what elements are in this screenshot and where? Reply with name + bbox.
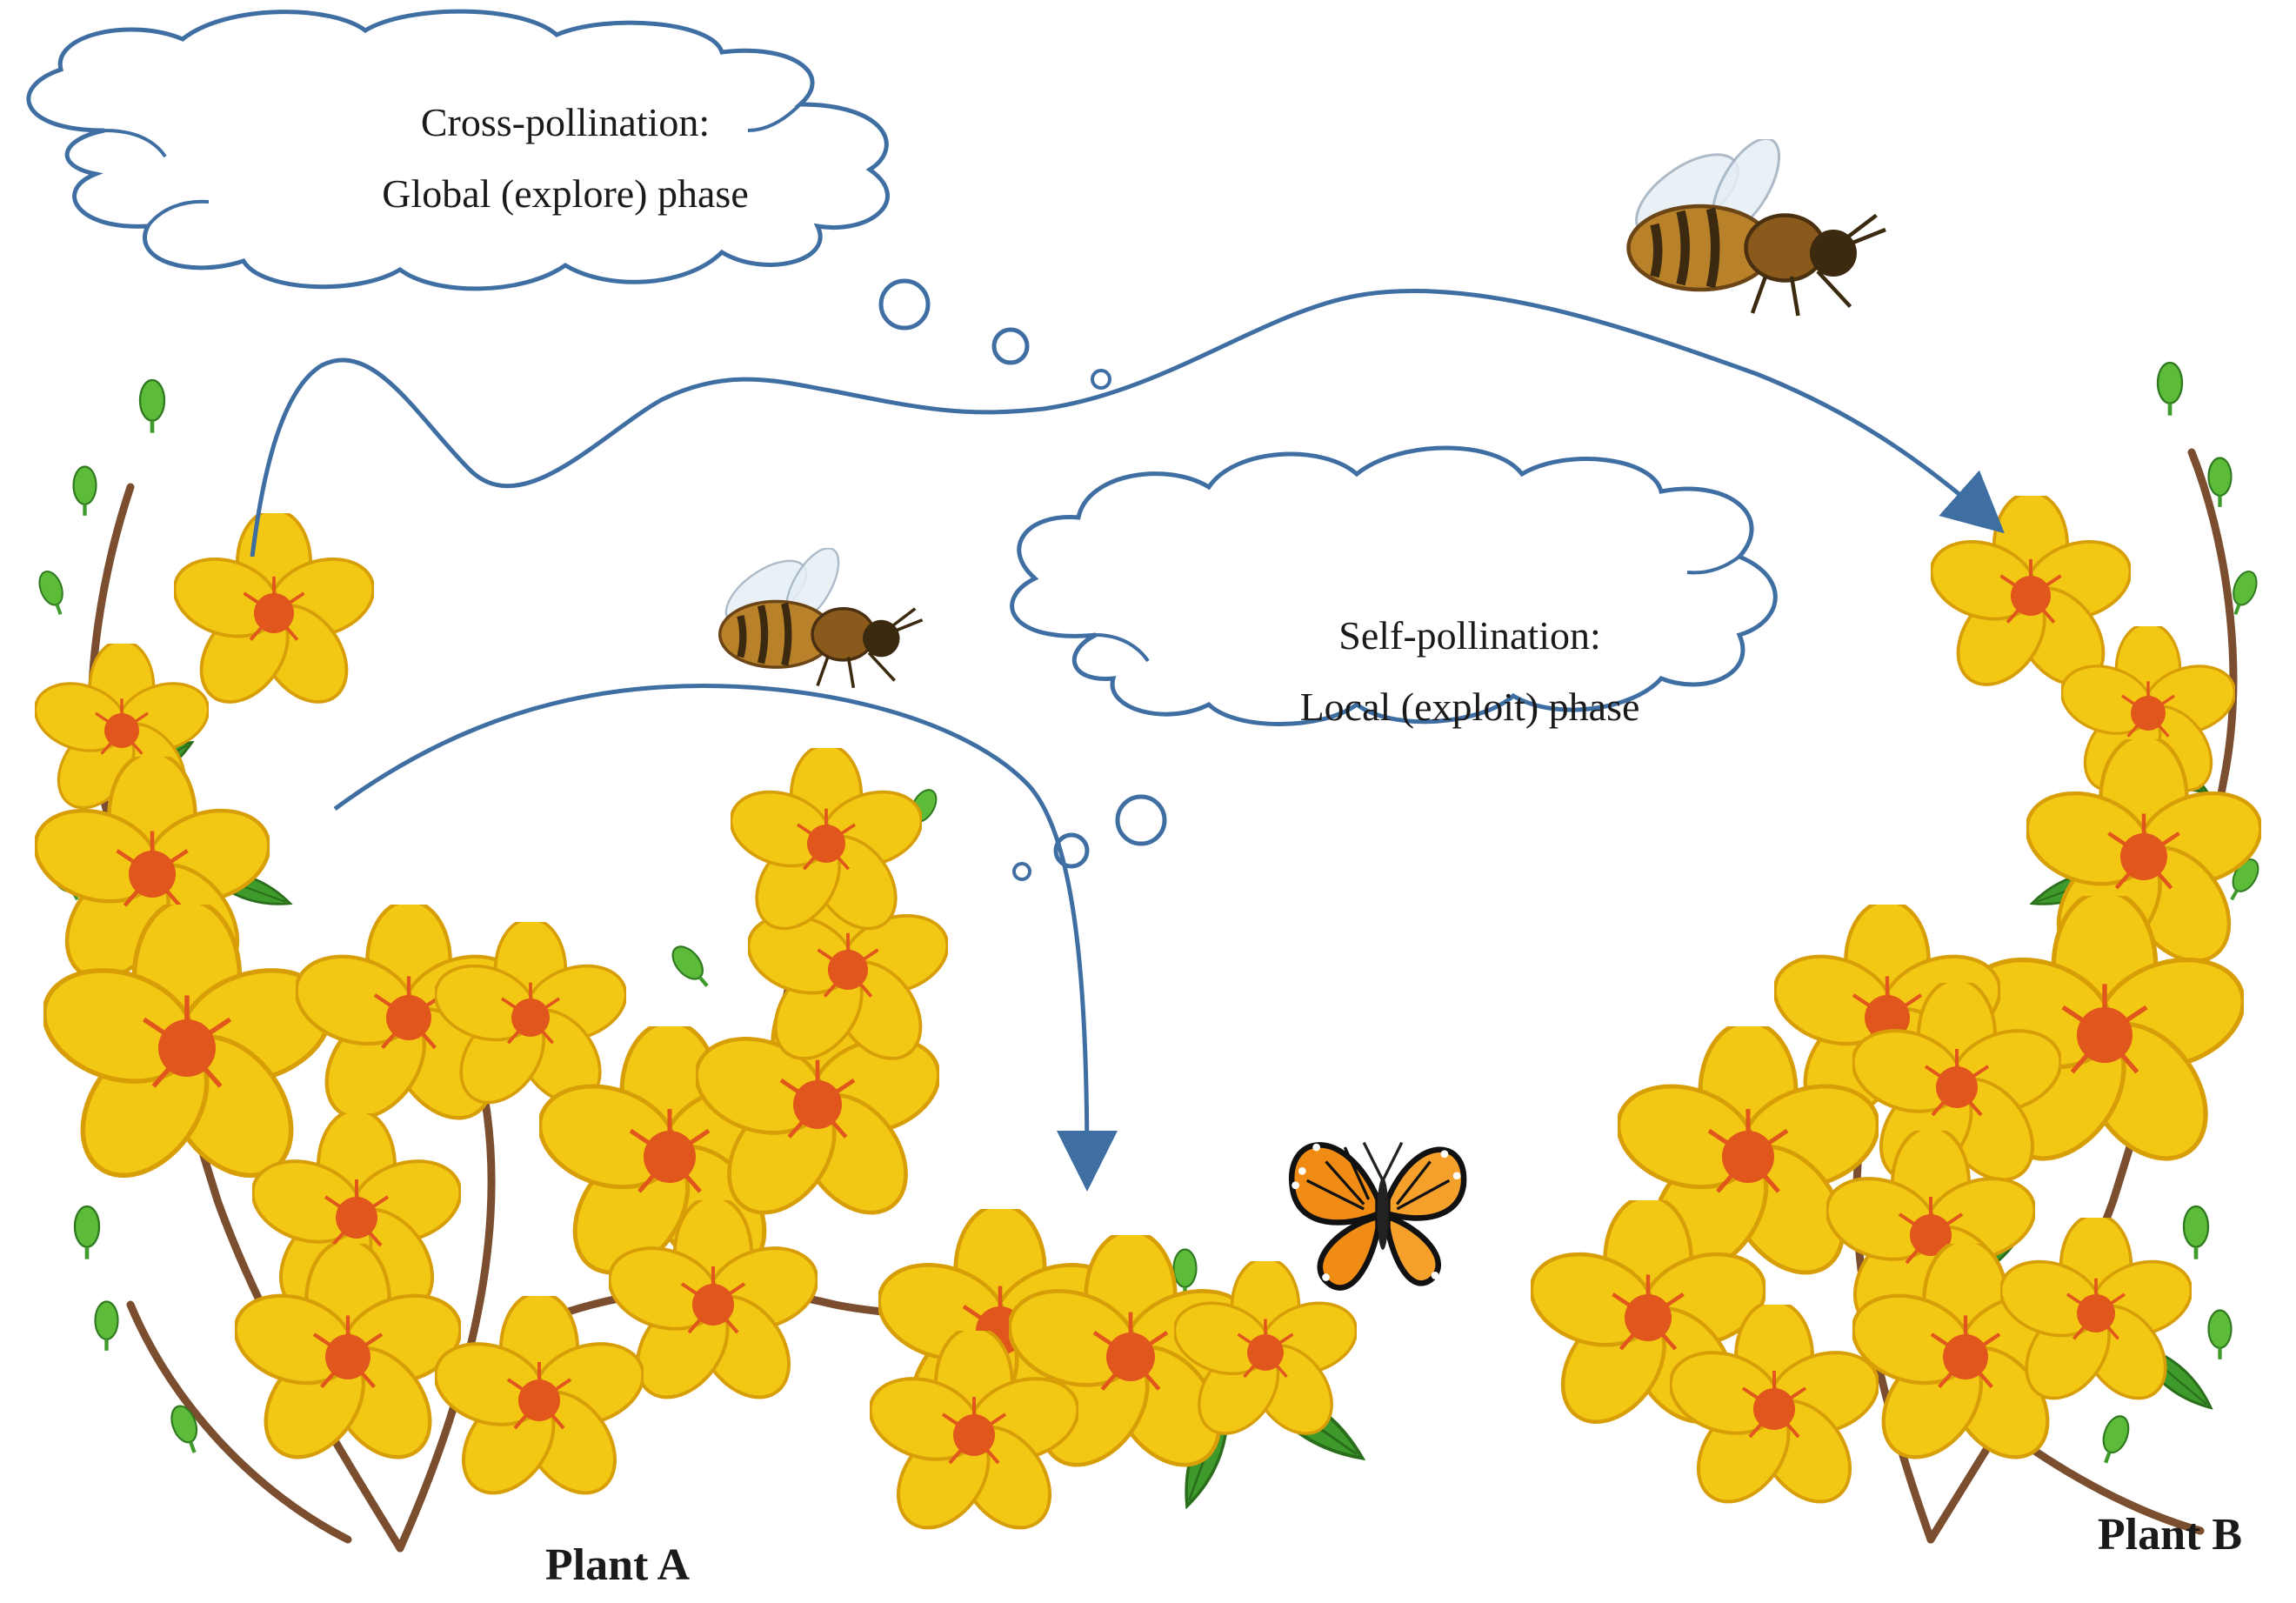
plant-a [33,380,1372,1553]
thought-bubble [878,278,931,331]
cross-pollination-title: Cross-pollination: [420,100,711,144]
thought-bubble [1091,369,1111,390]
cloud-outline [26,9,890,291]
self-pollination-title: Self-pollination: [1338,613,1601,658]
thought-bubble [1115,794,1167,846]
plant-b [1519,363,2266,1544]
self-pollination-arrow [333,684,1118,1192]
cross-pollination-arrow [250,289,2005,558]
self-pollination-phase: Local (exploit) phase [1299,685,1640,729]
cross-pollination-phase: Global (explore) phase [382,171,749,216]
bee-icon [715,540,922,688]
plant-a-label: Plant A [544,1540,691,1590]
cross-pollination-cloud [26,9,1111,390]
cross-pollination-label: Cross-pollination: Global (explore) phas… [270,87,861,230]
self-pollination-label: Self-pollination: Local (exploit) phase [1191,600,1748,743]
thought-bubble [991,327,1030,365]
flower-icon [224,1240,472,1476]
thought-bubble [1012,862,1031,881]
self-pollination-cloud [1010,445,1778,881]
cloud-outline [1010,445,1778,726]
bee-icon [1623,129,1886,316]
flower-icon [174,513,374,713]
plant-b-label: Plant B [2097,1510,2243,1560]
butterfly-icon [1292,1143,1464,1288]
